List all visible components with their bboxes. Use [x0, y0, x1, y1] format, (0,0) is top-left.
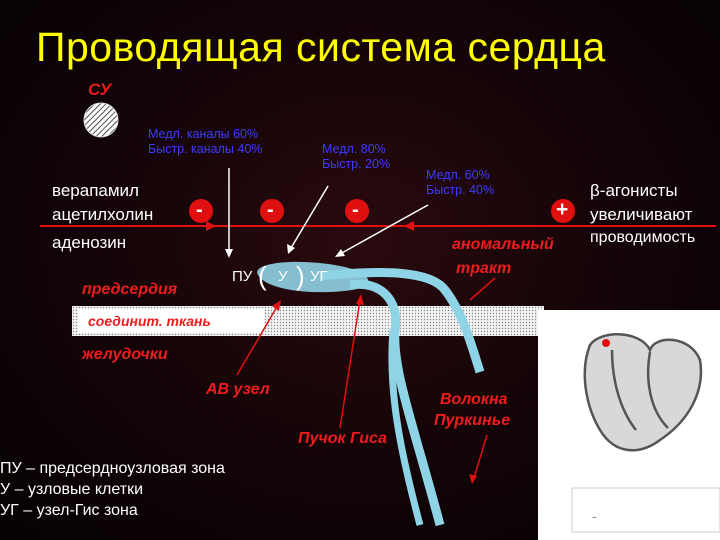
channels-note-2-line2: Быстр. 20% — [322, 157, 390, 172]
channels-note-1: Медл. каналы 60% Быстр. каналы 40% — [148, 127, 262, 157]
channels-note-3: Медл. 60% Быстр. 40% — [426, 168, 494, 198]
minus-label-1: - — [196, 199, 203, 222]
channels-note-3-line1: Медл. 60% — [426, 168, 494, 183]
drug-adenosine: аденозин — [52, 233, 126, 253]
node-u: У — [278, 268, 288, 285]
drug-verapamil: верапамил — [52, 181, 139, 201]
node-pu: ПУ — [232, 268, 252, 285]
label-purkinje-2: Пуркинье — [434, 412, 510, 430]
node-ug: УГ — [310, 268, 328, 285]
label-his-bundle: Пучок Гиса — [298, 430, 387, 448]
beta-agonists-line3: проводимость — [590, 229, 695, 247]
minus-label-2: - — [267, 199, 274, 222]
label-abnormal-1: аномальный — [452, 236, 554, 254]
label-av-node: АВ узел — [206, 381, 270, 399]
minus-label-3: - — [352, 199, 359, 222]
plus-label: + — [556, 198, 568, 222]
node-close-paren: ) — [296, 261, 305, 292]
drug-acetylcholine: ацетилхолин — [52, 205, 153, 225]
sa-node-marker — [602, 339, 610, 347]
inset-caption: - — [592, 508, 597, 524]
legend-item-ug: УГ – узел-Гис зона — [0, 500, 225, 521]
channels-note-2-line1: Медл. 80% — [322, 142, 390, 157]
channels-note-3-line2: Быстр. 40% — [426, 183, 494, 198]
sa-node-icon — [84, 103, 118, 137]
legend-item-pu: ПУ – предсердноузловая зона — [0, 458, 225, 479]
channels-note-1-line2: Быстр. каналы 40% — [148, 142, 262, 157]
node-open-paren: ( — [258, 261, 267, 292]
beta-agonists-line2: увеличивают — [590, 205, 692, 225]
legend-item-u: У – узловые клетки — [0, 479, 225, 500]
label-ventricles: желудочки — [82, 346, 168, 364]
label-abnormal-2: тракт — [456, 260, 511, 278]
channels-note-2: Медл. 80% Быстр. 20% — [322, 142, 390, 172]
label-purkinje-1: Волокна — [440, 391, 508, 409]
label-connective-tissue: соединит. ткань — [88, 313, 211, 329]
label-atria: предсердия — [82, 281, 177, 299]
legend: ПУ – предсердноузловая зона У – узловые … — [0, 458, 225, 521]
channels-note-1-line1: Медл. каналы 60% — [148, 127, 262, 142]
beta-agonists-line1: β-агонисты — [590, 181, 678, 201]
